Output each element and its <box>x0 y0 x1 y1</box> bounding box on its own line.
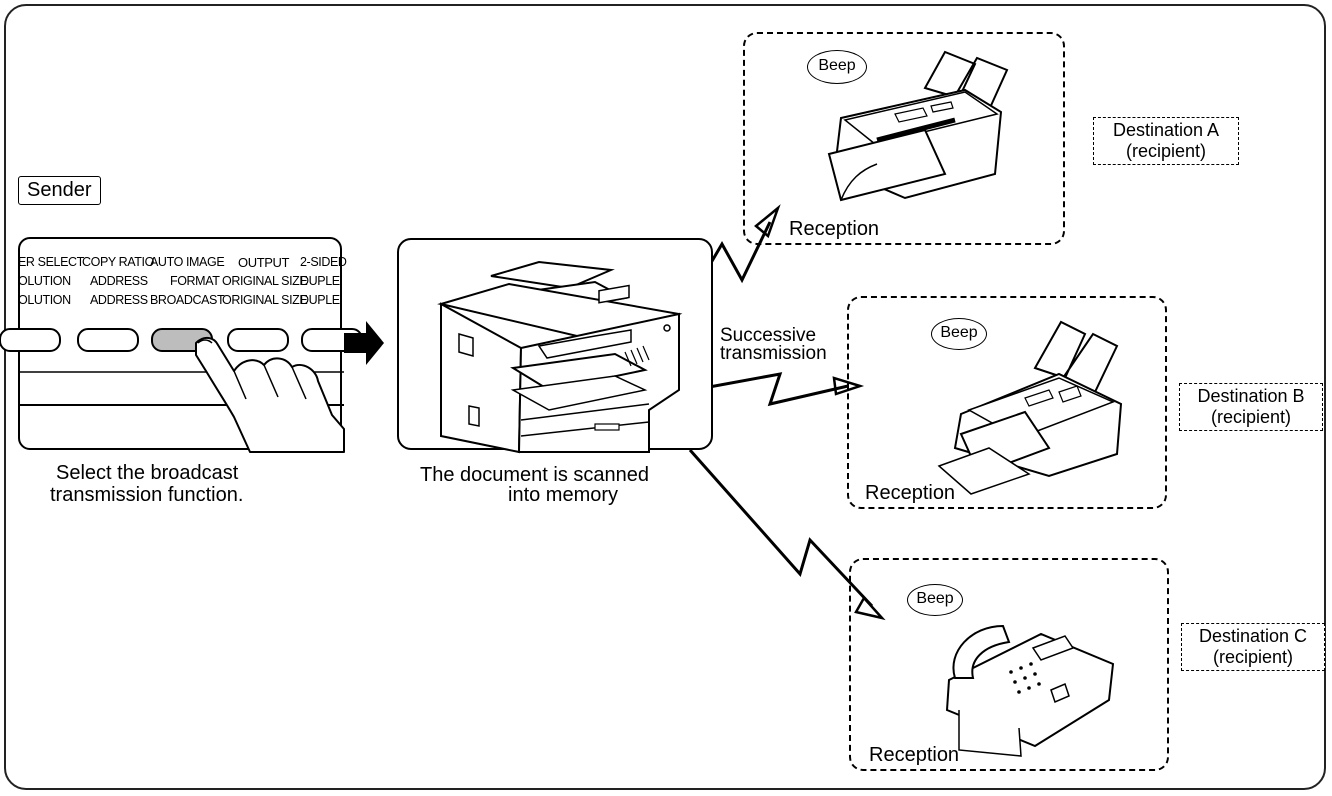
panel-label: ORIGINAL SIZE <box>222 274 308 288</box>
sender-caption-line2: transmission function. <box>50 484 244 506</box>
panel-label: OLUTION <box>18 293 71 307</box>
panel-label: 2-SIDED <box>300 255 347 269</box>
fax-machine-icon <box>827 50 1009 202</box>
panel-buttons-illustration <box>0 328 363 453</box>
panel-button[interactable] <box>227 328 289 352</box>
panel-label: COPY RATIO <box>82 255 154 269</box>
beep-bubble: Beep <box>907 584 963 616</box>
panel-button[interactable] <box>77 328 139 352</box>
destination-c-label: Destination C (recipient) <box>1181 623 1325 671</box>
destination-name: Destination B <box>1197 386 1305 406</box>
beep-bubble: Beep <box>931 318 987 350</box>
destination-c-box: Beep Reception <box>849 558 1169 771</box>
transmission-label-line2: transmission <box>720 343 827 364</box>
panel-label: ER SELECT <box>18 255 84 269</box>
panel-button[interactable] <box>301 328 363 352</box>
scanner-caption-line1: The document is scanned <box>420 464 650 486</box>
panel-label: DUPLE <box>300 274 340 288</box>
transmission-label-line1: Successive <box>720 325 817 346</box>
panel-label: ORIGINAL SIZE <box>222 293 308 307</box>
panel-button[interactable] <box>0 328 61 352</box>
panel-label: ADDRESS <box>90 293 148 307</box>
reception-label-a: Reception <box>789 218 880 240</box>
control-panel: ER SELECT COPY RATIO AUTO IMAGE OUTPUT 2… <box>0 237 363 453</box>
panel-label: DUPLE <box>300 293 340 307</box>
destination-b-label: Destination B (recipient) <box>1179 383 1323 431</box>
scanner-box <box>397 238 713 454</box>
scanner-caption-line2: into memory <box>508 484 619 506</box>
destination-name: Destination C <box>1198 626 1308 646</box>
destination-role: (recipient) <box>1212 647 1294 667</box>
fax-machine-icon <box>937 320 1123 495</box>
phone-fax-icon <box>945 624 1115 757</box>
beep-bubble: Beep <box>807 50 867 84</box>
beep-text: Beep <box>940 324 978 341</box>
panel-label: OUTPUT <box>238 255 290 270</box>
panel-label: BROADCAST <box>150 293 225 307</box>
panel-label: AUTO IMAGE <box>150 255 225 269</box>
sender-caption-line1: Select the broadcast <box>56 462 239 484</box>
destination-a-box: Beep Reception <box>743 32 1065 245</box>
reception-label-c: Reception <box>869 744 960 766</box>
destination-name: Destination A <box>1112 120 1220 140</box>
copier-icon <box>437 260 683 454</box>
beep-text: Beep <box>818 57 856 74</box>
destination-b-box: Beep Reception <box>847 296 1167 509</box>
diagram-frame <box>4 4 1326 790</box>
beep-text: Beep <box>916 590 954 607</box>
hand-icon <box>195 337 345 453</box>
reception-label-b: Reception <box>865 482 956 504</box>
panel-label: ADDRESS <box>90 274 148 288</box>
destination-role: (recipient) <box>1210 407 1292 427</box>
destination-a-label: Destination A (recipient) <box>1093 117 1239 165</box>
sender-label: Sender <box>18 176 101 205</box>
destination-role: (recipient) <box>1125 141 1207 161</box>
panel-label: OLUTION <box>18 274 71 288</box>
panel-label: FORMAT <box>170 274 220 288</box>
